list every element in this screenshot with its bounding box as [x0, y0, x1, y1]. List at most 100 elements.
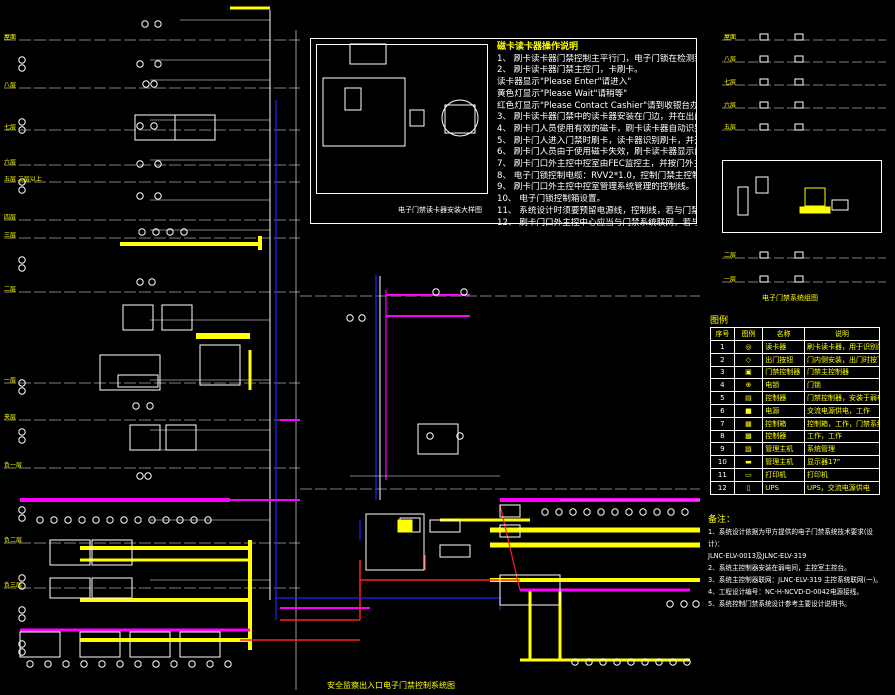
reader-icon	[152, 228, 160, 236]
legend-num: 3	[710, 365, 735, 380]
remark-item: 2、系统主控制器安装在弱电间，主控室主控台。	[708, 564, 851, 572]
legend-name: 管理主机	[762, 442, 805, 457]
legend-name: 控制箱	[762, 416, 805, 431]
remarks-list: 1、系统设计依据为甲方提供的电子门禁系统技术要求(设计)： JLNC-ELV-0…	[708, 526, 888, 610]
device-box	[165, 424, 197, 451]
reader-icon	[667, 508, 675, 516]
reader-icon	[18, 264, 26, 272]
right-floor-label: 六层	[724, 102, 737, 109]
legend-name: 门禁控制器	[762, 365, 805, 380]
device-box	[129, 631, 171, 658]
reader-icon	[166, 228, 174, 236]
detail-caption: 电子门禁读卡器安装大样图	[398, 206, 482, 214]
device-box	[91, 539, 133, 566]
reader-icon	[170, 660, 178, 668]
legend-symbol-icon: ▨	[733, 442, 764, 457]
reader-icon	[154, 192, 162, 200]
legend-desc: 门锁	[804, 378, 880, 393]
note-item: 5、 刷卡门人进入门禁时刷卡，读卡器识别刷卡，并开启电子门，系统记录入出时间。	[497, 135, 697, 146]
device-box	[499, 574, 561, 606]
reader-icon	[597, 508, 605, 516]
remarks-title: 备注：	[708, 515, 736, 525]
notes-frame	[310, 38, 697, 224]
reader-icon	[555, 508, 563, 516]
table-cell	[794, 55, 804, 63]
legend-header-name: 名称	[762, 327, 805, 341]
reader-icon	[18, 614, 26, 622]
table-cell	[794, 33, 804, 41]
reader-icon	[18, 256, 26, 264]
legend-num: 2	[710, 352, 735, 367]
reader-icon	[154, 60, 162, 68]
reader-icon	[18, 648, 26, 656]
drawing-title: 安全监察出入口电子门禁控制系统图	[327, 681, 455, 690]
legend-desc: 刷卡读卡器，用于识别门禁卡	[804, 340, 880, 354]
reader-icon	[18, 118, 26, 126]
reader-icon	[611, 508, 619, 516]
note-item: 黄色灯显示"Please Wait"请稍等"	[497, 88, 628, 99]
operation-notes: 磁卡读卡器操作说明 1、 刷卡读卡器门禁控制主平行门，电子门锁在检测到有效卡时打…	[497, 42, 697, 229]
reader-icon	[681, 508, 689, 516]
reader-icon	[134, 516, 142, 524]
printer-icon	[831, 199, 849, 211]
reader-icon	[116, 660, 124, 668]
device-box	[49, 577, 91, 599]
detail-callout-circle	[441, 99, 479, 137]
legend-row: 10▬管理主机显示器17"	[710, 455, 880, 469]
reader-icon	[692, 600, 700, 608]
note-item: 6、 刷卡门人员由于使用磁卡失效，刷卡读卡器显示门禁不通。	[497, 147, 697, 158]
table-cell	[759, 55, 769, 63]
note-item: 3、 刷卡读卡器门禁中的读卡器安装在门边，并在出门外安装出门按钮。	[497, 112, 697, 123]
legend-row: 11▭打印机打印机	[710, 467, 880, 482]
legend-num: 8	[710, 429, 735, 444]
right-floor-label: 二层	[724, 252, 737, 259]
legend-num: 12	[710, 480, 735, 495]
legend-symbol-icon: ▯	[733, 480, 764, 495]
reader-icon	[142, 80, 150, 88]
device-box	[439, 544, 471, 558]
right-floor-label: 五层	[724, 124, 737, 131]
reader-icon	[653, 508, 661, 516]
reader-icon	[18, 186, 26, 194]
device-box	[429, 519, 461, 533]
device-box	[417, 423, 459, 455]
floor-label: 一层	[4, 377, 17, 384]
legend-name: 读卡器	[762, 340, 805, 354]
reader-icon	[190, 516, 198, 524]
reader-icon	[150, 122, 158, 130]
legend-symbol-icon: ▭	[733, 467, 764, 482]
reader-icon	[136, 192, 144, 200]
reader-icon	[18, 606, 26, 614]
floor-label: 屋面	[4, 34, 17, 41]
floor-label: 二层	[4, 286, 17, 293]
reader-icon	[18, 506, 26, 514]
reader-icon	[583, 508, 591, 516]
table-cell	[759, 101, 769, 109]
reader-icon	[599, 658, 607, 666]
remark-item: 4、工程设计编号：NC-H-NCVD-D-0042电源接线。	[708, 588, 863, 596]
reader-icon	[136, 160, 144, 168]
remark-item: 3、系统主控制器联网：JLNC-ELV-319 主控系统联网(一)。	[708, 576, 882, 584]
floor-label: 三层	[4, 232, 17, 239]
legend-symbol-icon: ▣	[733, 365, 764, 380]
legend-name: 出门按钮	[762, 352, 805, 367]
device-box	[49, 539, 91, 566]
reader-icon	[154, 160, 162, 168]
reader-icon	[625, 508, 633, 516]
device-box	[129, 424, 161, 451]
legend-desc: 交流电源供电，工作	[804, 403, 880, 418]
reader-icon	[92, 516, 100, 524]
table-cell	[794, 78, 804, 86]
reader-icon	[176, 516, 184, 524]
legend-name: 控制器	[762, 391, 805, 405]
reader-icon	[18, 640, 26, 648]
reader-detail-frame	[316, 44, 488, 194]
reader-icon	[144, 472, 152, 480]
floor-label: 负三层	[4, 582, 23, 589]
legend-name: 控制器	[762, 429, 805, 444]
reader-icon	[120, 516, 128, 524]
legend-title: 图例	[710, 316, 729, 326]
